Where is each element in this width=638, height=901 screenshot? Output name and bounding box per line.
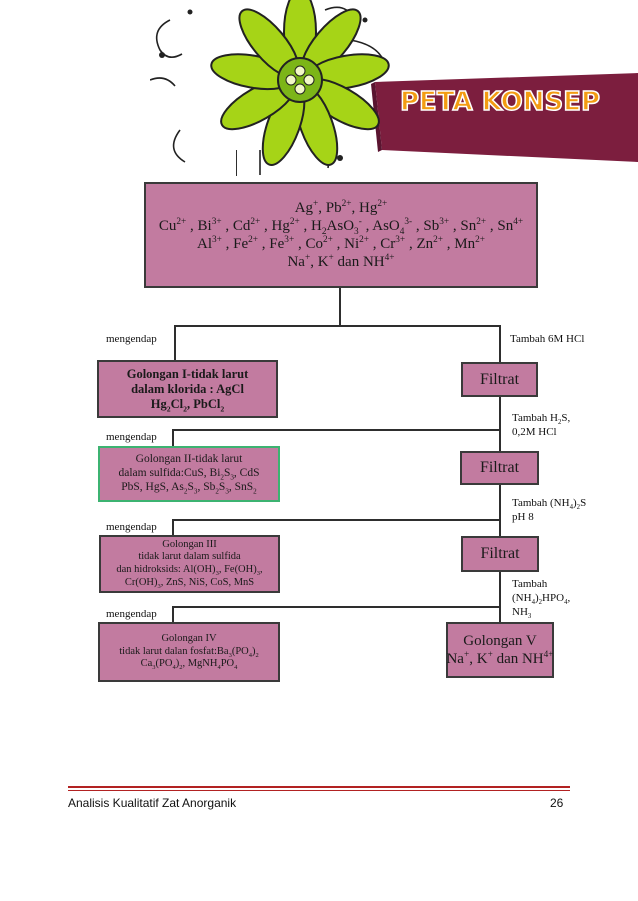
reagent-label: pH 8 — [512, 511, 534, 523]
ornament-dots — [159, 9, 368, 161]
group-5-text: Na+, K+ dan NH4+ — [446, 650, 554, 667]
group-3-text: Golongan III — [162, 538, 217, 550]
group-4-box: Golongan IV tidak larut dalan fosfat:Ba3… — [98, 622, 280, 682]
precipitate-label: mengendap — [106, 333, 157, 345]
group-1-box: Golongan I-tidak larut dalam klorida : A… — [97, 360, 278, 418]
filtrate-box: Filtrat — [461, 536, 539, 572]
connector — [499, 484, 501, 520]
connector — [499, 396, 501, 431]
filtrate-label: Filtrat — [480, 545, 520, 563]
connector — [172, 606, 174, 623]
filtrate-label: Filtrat — [479, 459, 520, 477]
group-4-text: Golongan IV — [161, 633, 217, 645]
connector — [172, 429, 174, 447]
group-3-text: dan hidroksids: Al(OH)3, Fe(OH)3, — [116, 564, 263, 578]
connector — [172, 519, 501, 521]
connector — [499, 429, 501, 451]
reagent-label: NH3 — [512, 606, 532, 621]
group-3-text: tidak larut dalam sulfida — [138, 551, 241, 563]
page-number: 26 — [550, 796, 564, 810]
group-4-text: Ca3(PO4)2, MgNH4PO4 — [140, 658, 238, 672]
group-3-text: Cr(OH)3, ZnS, NiS, CoS, MnS — [124, 576, 255, 590]
footer-rule — [68, 786, 570, 788]
reagent-label: Tambah 6M HCl — [510, 333, 585, 345]
group-3-box: Golongan III tidak larut dalam sulfida d… — [99, 535, 280, 593]
connector — [499, 606, 501, 622]
reagent-label: Tambah (NH4)2S — [512, 497, 587, 512]
group-2-text: Golongan II-tidak larut — [135, 453, 243, 466]
group-2-text: dalam sulfida:CuS, Bi2S3, CdS — [118, 467, 260, 482]
flower-icon — [210, 0, 390, 166]
cations-line: Ag+, Pb2+, Hg2+ — [294, 199, 388, 216]
connector — [174, 325, 176, 360]
precipitate-label: mengendap — [106, 431, 157, 443]
connector — [172, 429, 501, 431]
header-stem — [236, 150, 237, 176]
cations-line: Al3+ , Fe2+ , Fe3+ , Co2+ , Ni2+ , Cr3+ … — [196, 235, 486, 252]
precipitate-label: mengendap — [106, 608, 157, 620]
cations-line: Cu2+ , Bi3+ , Cd2+ , Hg2+ , H2AsO3- , As… — [158, 217, 524, 237]
connector — [174, 325, 501, 327]
connector — [172, 519, 174, 536]
cations-box: Ag+, Pb2+, Hg2+ Cu2+ , Bi3+ , Cd2+ , Hg2… — [144, 182, 538, 288]
filtrate-box: Filtrat — [460, 451, 539, 485]
precipitate-label: mengendap — [106, 521, 157, 533]
filtrate-box: Filtrat — [461, 362, 538, 397]
connector — [499, 571, 501, 607]
group-1-text: Hg2Cl2, PbCl2 — [150, 396, 225, 413]
group-5-box: Golongan V Na+, K+ dan NH4+ — [446, 622, 554, 678]
group-4-text: tidak larut dalan fosfat:Ba3(PO4)2 — [119, 645, 259, 659]
connector — [172, 606, 501, 608]
footer-rule — [68, 790, 570, 791]
reagent-label: Tambah H2S, — [512, 412, 571, 427]
reagent-label: Tambah — [512, 578, 548, 590]
filtrate-label: Filtrat — [479, 370, 520, 388]
connector — [499, 519, 501, 536]
header-graphic: PETA KONSEP — [150, 0, 638, 175]
reagent-label: 0,2M HCl — [512, 426, 557, 438]
group-2-text: PbS, HgS, As2S3, Sb2S3, SnS2 — [121, 480, 257, 496]
connector — [499, 325, 501, 362]
cations-line: Na+, K+ dan NH4+ — [287, 253, 395, 270]
group-1-text: dalam klorida : AgCl — [131, 381, 244, 396]
title-banner — [375, 73, 638, 162]
reagent-label: (NH4)2HPO4, — [512, 592, 571, 607]
group-5-text: Golongan V — [463, 633, 537, 649]
page-title: PETA KONSEP — [400, 87, 600, 117]
group-2-box: Golongan II-tidak larut dalam sulfida:Cu… — [98, 446, 280, 502]
group-1-text: Golongan I-tidak larut — [126, 366, 249, 381]
footer-title: Analisis Kualitatif Zat Anorganik — [68, 796, 237, 810]
connector — [339, 286, 341, 326]
